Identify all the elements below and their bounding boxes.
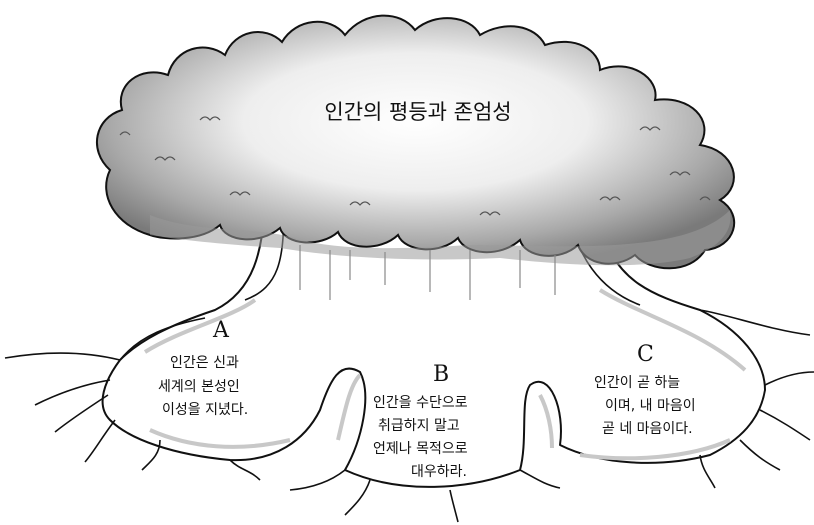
root-b-line-4: 대우하라. [411,464,467,480]
root-a-letter: A [213,318,229,343]
root-c-line-1: 인간이 곧 하늘 [594,375,681,391]
diagram-title: 인간의 평등과 존엄성 [324,100,512,124]
root-a-line-1: 인간은 신과 [170,355,239,371]
tree-roots [101,199,766,488]
root-c-line-2: 이며, 내 마음이 [605,398,696,414]
root-a-shape [101,199,766,488]
root-a-line-3: 이성을 지녔다. [162,402,249,418]
root-b-line-2: 취급하지 말고 [378,418,460,434]
canopy [95,14,736,270]
root-a-line-2: 세계의 본성인 [158,379,240,395]
root-c-letter: C [637,342,654,367]
root-b-letter: B [433,362,450,387]
root-b-line-3: 언제나 목적으로 [373,441,468,457]
root-b-line-1: 인간을 수단으로 [373,395,468,411]
canopy-shadow [150,210,731,266]
root-c-line-3: 곧 네 마음이다. [602,421,693,437]
